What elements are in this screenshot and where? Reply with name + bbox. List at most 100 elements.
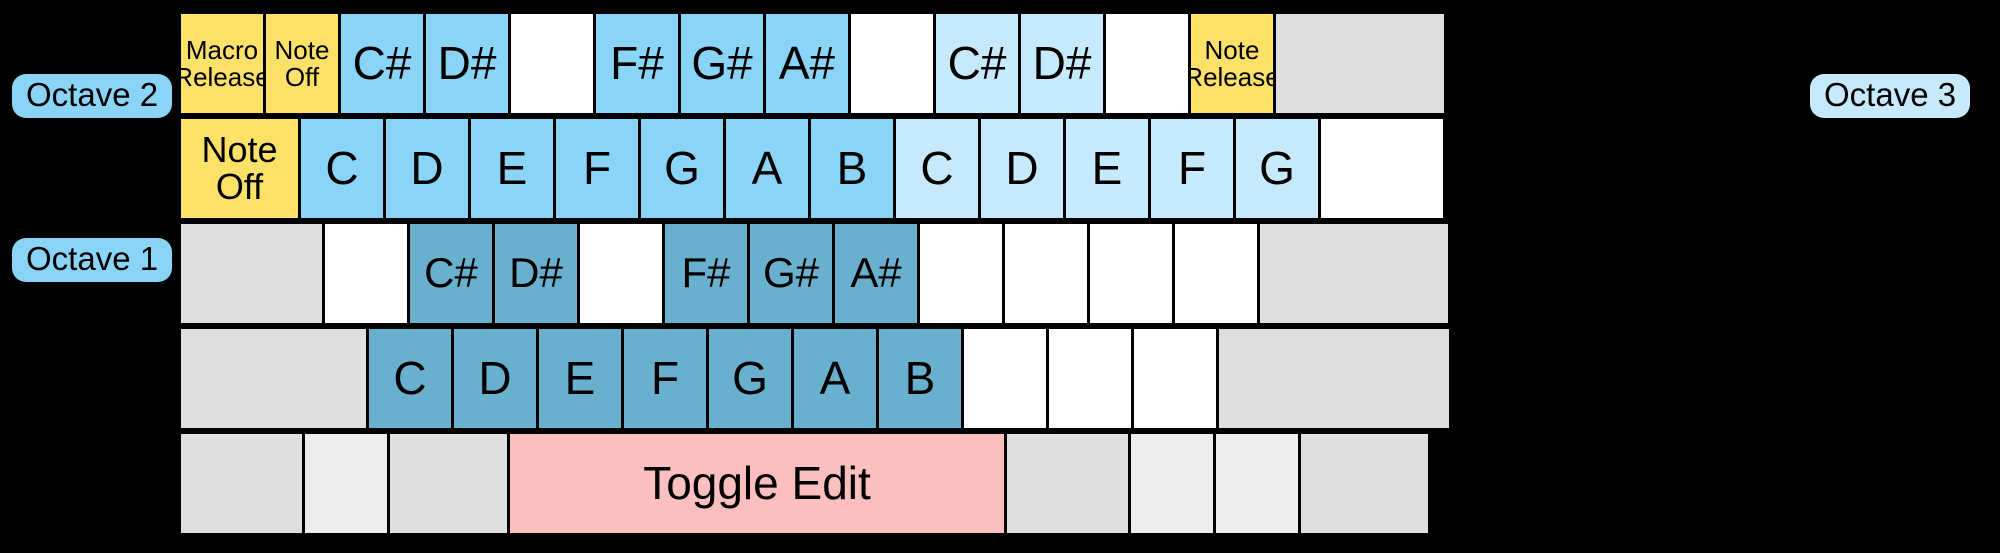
key-top-letter-row-5-octave2-note[interactable]: G [638,116,726,221]
key-number-row-5-octave2-note[interactable]: F# [593,11,681,116]
key-number-row-13-inactive[interactable] [1273,11,1447,116]
key-label: Toggle Edit [643,457,871,510]
key-modifier-row-4-inactive[interactable] [1004,431,1131,536]
key-number-row-2-octave2-note[interactable]: C# [338,11,426,116]
key-label: F [1177,142,1207,195]
key-label: G# [762,249,820,297]
key-label: G# [691,37,753,90]
key-label: D# [509,249,563,297]
key-modifier-row-3-toggle-edit[interactable]: Toggle Edit [507,431,1007,536]
key-bottom-letter-row-10-unassigned[interactable] [1131,326,1219,431]
key-bottom-letter-row-5-octave1-note[interactable]: G [706,326,794,431]
key-label: B [904,352,936,405]
key-bottom-letter-row-3-octave1-note[interactable]: E [536,326,624,431]
key-number-row-11-unassigned[interactable] [1103,11,1191,116]
key-label: F [650,352,680,405]
key-label: E [1091,142,1123,195]
key-modifier-row-1-inactive[interactable] [302,431,390,536]
key-bottom-letter-row-8-unassigned[interactable] [961,326,1049,431]
key-label: C# [424,249,478,297]
key-number-row-10-octave3-note[interactable]: D# [1018,11,1106,116]
key-modifier-row-0-inactive[interactable] [178,431,305,536]
key-label: G [732,352,768,405]
key-label: A# [850,249,902,297]
key-bottom-letter-row-4-octave1-note[interactable]: F [621,326,709,431]
key-label: C [325,142,359,195]
key-home-row-2-octave1-note[interactable]: C# [407,221,495,326]
keyboard-row-modifier-row: Toggle Edit [178,431,1431,539]
key-top-letter-row-2-octave2-note[interactable]: D [383,116,471,221]
key-number-row-1-note-off[interactable]: Note Off [263,11,341,116]
key-label: Macro Release [178,34,266,92]
key-modifier-row-2-inactive[interactable] [387,431,510,536]
key-home-row-5-octave1-note[interactable]: F# [662,221,750,326]
key-number-row-8-unassigned[interactable] [848,11,936,116]
key-bottom-letter-row-7-octave1-note[interactable]: B [876,326,964,431]
key-top-letter-row-13-unassigned[interactable] [1318,116,1446,221]
key-label: A [819,352,851,405]
key-home-row-12-inactive[interactable] [1257,221,1451,326]
key-top-letter-row-7-octave2-note[interactable]: B [808,116,896,221]
key-number-row-7-octave2-note[interactable]: A# [763,11,851,116]
key-label: F# [681,249,731,297]
key-bottom-letter-row-11-inactive[interactable] [1216,326,1452,431]
key-top-letter-row-12-octave3-note[interactable]: G [1233,116,1321,221]
key-top-letter-row-4-octave2-note[interactable]: F [553,116,641,221]
key-bottom-letter-row-9-unassigned[interactable] [1046,326,1134,431]
key-home-row-8-unassigned[interactable] [917,221,1005,326]
key-home-row-3-octave1-note[interactable]: D# [492,221,580,326]
key-number-row-4-unassigned[interactable] [508,11,596,116]
key-home-row-11-unassigned[interactable] [1172,221,1260,326]
keyboard-row-home-row: C# D# F# G# A# [178,221,1451,329]
key-label: D [410,142,444,195]
key-top-letter-row-1-octave2-note[interactable]: C [298,116,386,221]
key-home-row-1-unassigned[interactable] [322,221,410,326]
key-label: G [664,142,700,195]
key-number-row-6-octave2-note[interactable]: G# [678,11,766,116]
key-modifier-row-5-inactive[interactable] [1128,431,1216,536]
octave-label-left-bottom: Octave 1 [12,238,173,282]
key-label: D# [437,37,497,90]
key-top-letter-row-3-octave2-note[interactable]: E [468,116,556,221]
key-label: F [582,142,612,195]
key-modifier-row-7-inactive[interactable] [1298,431,1431,536]
key-bottom-letter-row-1-octave1-note[interactable]: C [366,326,454,431]
key-label: A# [778,37,836,90]
key-label: D [478,352,512,405]
key-number-row-0-macro-release[interactable]: Macro Release [178,11,266,116]
key-top-letter-row-6-octave2-note[interactable]: A [723,116,811,221]
key-home-row-10-unassigned[interactable] [1087,221,1175,326]
key-home-row-6-octave1-note[interactable]: G# [747,221,835,326]
key-top-letter-row-9-octave3-note[interactable]: D [978,116,1066,221]
key-top-letter-row-10-octave3-note[interactable]: E [1063,116,1151,221]
key-top-letter-row-0-note-off[interactable]: Note Off [178,116,301,221]
key-bottom-letter-row-0-inactive[interactable] [178,326,369,431]
key-label: C# [352,37,412,90]
key-modifier-row-6-inactive[interactable] [1213,431,1301,536]
key-home-row-7-octave1-note[interactable]: A# [832,221,920,326]
octave-label-left-top: Octave 2 [12,74,173,118]
key-label: E [496,142,528,195]
key-bottom-letter-row-2-octave1-note[interactable]: D [451,326,539,431]
key-number-row-12-note-release[interactable]: Note Release [1188,11,1276,116]
key-home-row-4-unassigned[interactable] [577,221,665,326]
key-label: F# [610,37,664,90]
key-label: A [751,142,783,195]
key-number-row-9-octave3-note[interactable]: C# [933,11,1021,116]
key-label: Note Off [201,128,278,207]
octave-label-right-top: Octave 3 [1810,74,1971,118]
key-label: D# [1032,37,1092,90]
key-label: C# [947,37,1007,90]
key-label: Note Release [1188,34,1276,92]
key-home-row-9-unassigned[interactable] [1002,221,1090,326]
key-number-row-3-octave2-note[interactable]: D# [423,11,511,116]
key-home-row-0-inactive[interactable] [178,221,325,326]
key-bottom-letter-row-6-octave1-note[interactable]: A [791,326,879,431]
key-top-letter-row-11-octave3-note[interactable]: F [1148,116,1236,221]
key-top-letter-row-8-octave3-note[interactable]: C [893,116,981,221]
